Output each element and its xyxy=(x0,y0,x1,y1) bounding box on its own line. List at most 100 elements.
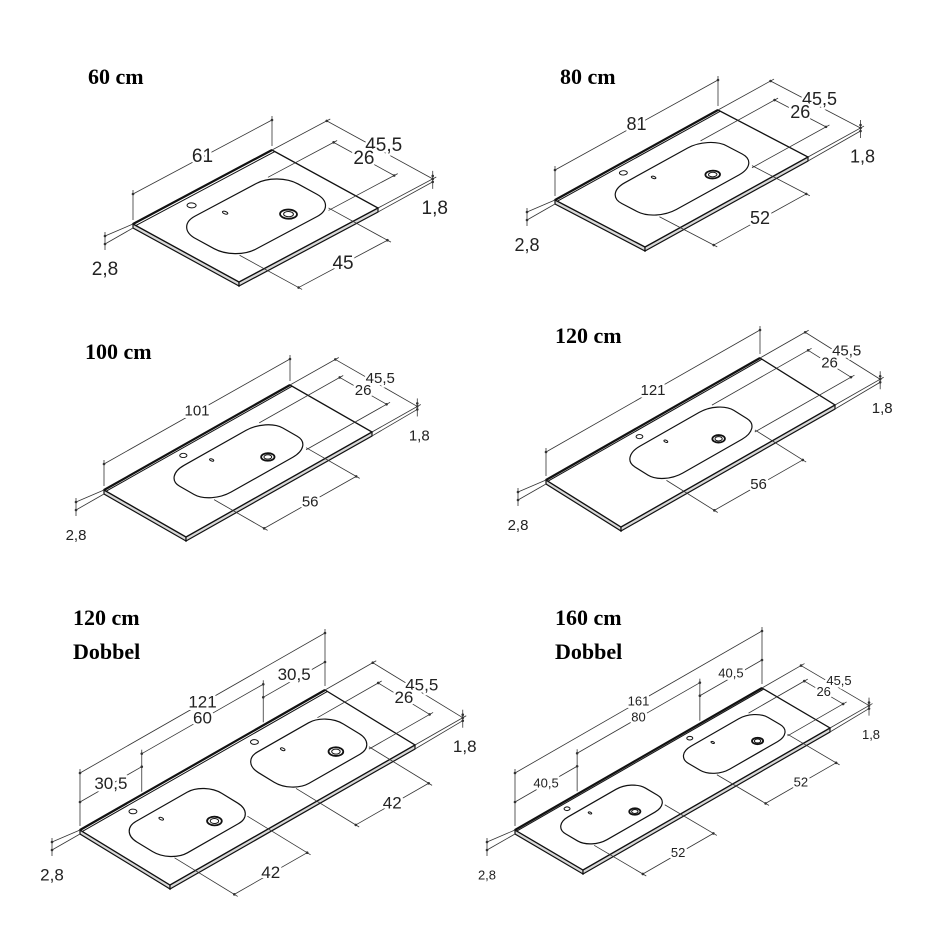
dimension-tick xyxy=(641,872,645,876)
extension-line xyxy=(239,254,303,290)
basin-depth-dimension-line xyxy=(804,680,844,705)
length-dimension-line xyxy=(103,358,291,465)
basin-width-label: 42 xyxy=(383,794,402,813)
extension-line xyxy=(368,746,433,786)
extension-line xyxy=(368,712,434,750)
dimension-tick xyxy=(270,118,274,122)
depth-dimension-line xyxy=(372,662,463,719)
extension-line xyxy=(517,479,547,493)
depth-dimension-line xyxy=(800,665,870,706)
extension-line xyxy=(324,660,377,691)
back-edge xyxy=(545,357,761,481)
extension-line xyxy=(659,216,718,248)
depth-label: 45,5 xyxy=(832,343,861,360)
extension-line xyxy=(271,118,331,151)
dimension-tick xyxy=(575,751,579,755)
thickness-label: 2,8 xyxy=(508,517,529,534)
segment-label: 60 xyxy=(193,708,212,727)
depth-label: 45,5 xyxy=(366,370,395,387)
drain-icon xyxy=(258,452,277,463)
thickness-label: 2,8 xyxy=(514,235,539,255)
drain-inner xyxy=(330,748,342,755)
extension-line xyxy=(526,199,556,213)
panel-title: 120 cm xyxy=(73,605,140,630)
drain-inner xyxy=(208,817,220,824)
overflow-hole-icon xyxy=(650,176,656,179)
basin-depth-label: 26 xyxy=(816,684,830,699)
dimension-tick xyxy=(333,358,337,361)
dimension-tick xyxy=(415,402,419,405)
dimension-tick xyxy=(261,682,265,686)
basin xyxy=(175,172,338,260)
extension-line xyxy=(751,124,830,169)
basin-width-label: 45 xyxy=(332,253,353,274)
dimension-tick xyxy=(760,658,764,662)
overflow-hole-icon xyxy=(280,747,286,751)
drain-inner xyxy=(282,210,296,217)
extension-line xyxy=(834,381,881,410)
extension-line xyxy=(75,493,105,511)
length-label: 61 xyxy=(192,146,213,167)
dimension-tick xyxy=(323,660,327,664)
drain-inner xyxy=(630,809,639,814)
dimension-tick xyxy=(131,192,135,196)
extension-line xyxy=(51,829,81,843)
extension-line xyxy=(213,499,268,531)
panel-title: 60 cm xyxy=(88,64,144,89)
basin-width-dimension-line xyxy=(263,476,357,529)
top-thickness-label: 1,8 xyxy=(422,198,448,219)
basin-width-dimension-line xyxy=(355,782,429,826)
panel-title: 100 cm xyxy=(85,339,152,364)
length-label: 81 xyxy=(626,114,646,134)
extension-line xyxy=(748,678,808,714)
extension-line xyxy=(761,663,805,689)
basin-width-label: 52 xyxy=(750,208,770,228)
back-edge xyxy=(79,689,326,831)
basin-width-dimension-line xyxy=(234,852,308,895)
dimension-tick xyxy=(760,629,764,633)
back-edge xyxy=(132,149,273,225)
depth-label: 45,5 xyxy=(802,89,837,109)
back-edge xyxy=(514,687,763,831)
dimension-tick xyxy=(428,713,431,716)
length-dimension-line xyxy=(554,79,719,171)
dimension-tick xyxy=(513,771,517,775)
depth-label: 45,5 xyxy=(365,135,402,156)
basin-width-dimension-line xyxy=(642,833,714,875)
extension-line xyxy=(289,357,339,386)
dimension-tick xyxy=(431,174,435,178)
dimension-tick xyxy=(338,376,342,379)
basin-depth-dimension-line xyxy=(339,377,387,405)
extension-line xyxy=(267,140,338,178)
thickness-label: 2,8 xyxy=(478,867,496,882)
extension-line xyxy=(317,680,382,719)
basin-depth-dimension-line xyxy=(333,142,395,176)
segment-dimension-line xyxy=(141,683,264,755)
extension-line xyxy=(174,857,238,897)
length-label: 101 xyxy=(184,402,209,419)
extension-line xyxy=(328,207,392,243)
depth-dimension-line xyxy=(770,80,861,129)
dimension-tick xyxy=(78,771,82,775)
basin-depth-dimension-line xyxy=(807,349,852,378)
drain-icon xyxy=(750,736,766,745)
dimension-tick xyxy=(102,462,106,466)
dimension-tick xyxy=(385,402,388,406)
extension-line xyxy=(787,733,840,766)
dimension-tick xyxy=(712,243,715,247)
panel-5: 160 cmDobbel16140,58040,545,52652521,82,… xyxy=(475,605,882,885)
dimension-tick xyxy=(716,78,720,82)
dimension-tick xyxy=(859,123,862,127)
extension-line xyxy=(666,480,718,513)
extension-line xyxy=(834,376,884,406)
basin xyxy=(163,419,313,504)
basin-width-dimension-line xyxy=(714,459,803,511)
tap-hole-icon xyxy=(563,806,571,811)
extension-line xyxy=(807,125,865,158)
overflow-hole-icon xyxy=(588,812,593,815)
top-thickness-label: 1,8 xyxy=(409,427,430,444)
basin-width-dimension-line xyxy=(765,762,837,804)
drain-icon xyxy=(710,433,728,444)
length-dimension-line xyxy=(79,632,326,774)
